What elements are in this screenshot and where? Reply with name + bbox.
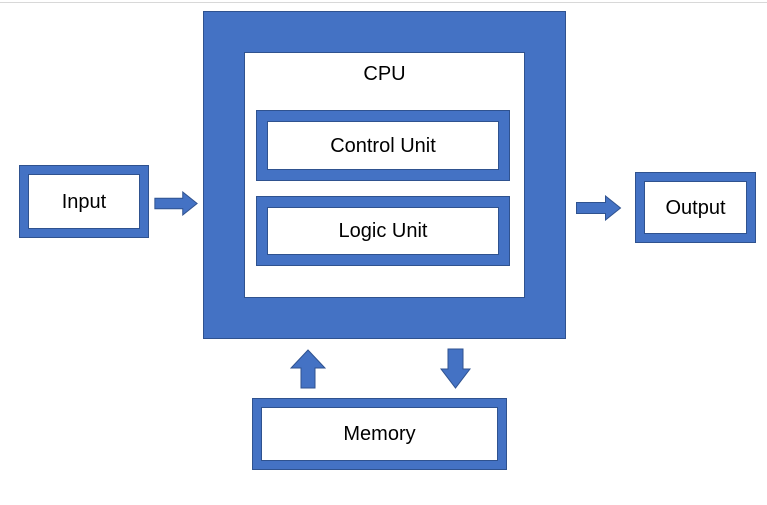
memory-box: Memory — [252, 398, 507, 470]
cpu-label: CPU — [363, 63, 406, 85]
output-box: Output — [635, 172, 756, 243]
control-unit-interior: Control Unit — [267, 121, 499, 170]
cpu-box: CPU Control Unit Logic Unit — [203, 11, 566, 339]
top-divider-line — [0, 2, 767, 3]
output-label: Output — [665, 196, 726, 219]
arrow-right-icon — [154, 191, 198, 216]
input-box-interior: Input — [28, 174, 140, 229]
arrow-down-icon — [440, 348, 471, 389]
arrow-up-icon — [290, 349, 326, 389]
logic-unit-box: Logic Unit — [256, 196, 510, 266]
control-unit-label: Control Unit — [330, 134, 436, 157]
control-unit-box: Control Unit — [256, 110, 510, 181]
logic-unit-interior: Logic Unit — [267, 207, 499, 255]
logic-unit-label: Logic Unit — [338, 220, 428, 242]
cpu-box-interior: CPU Control Unit Logic Unit — [244, 52, 525, 298]
arrow-right-icon — [576, 195, 622, 221]
input-label: Input — [61, 190, 107, 213]
memory-label: Memory — [343, 423, 416, 445]
output-box-interior: Output — [644, 181, 747, 234]
input-box: Input — [19, 165, 149, 238]
memory-box-interior: Memory — [261, 407, 498, 461]
